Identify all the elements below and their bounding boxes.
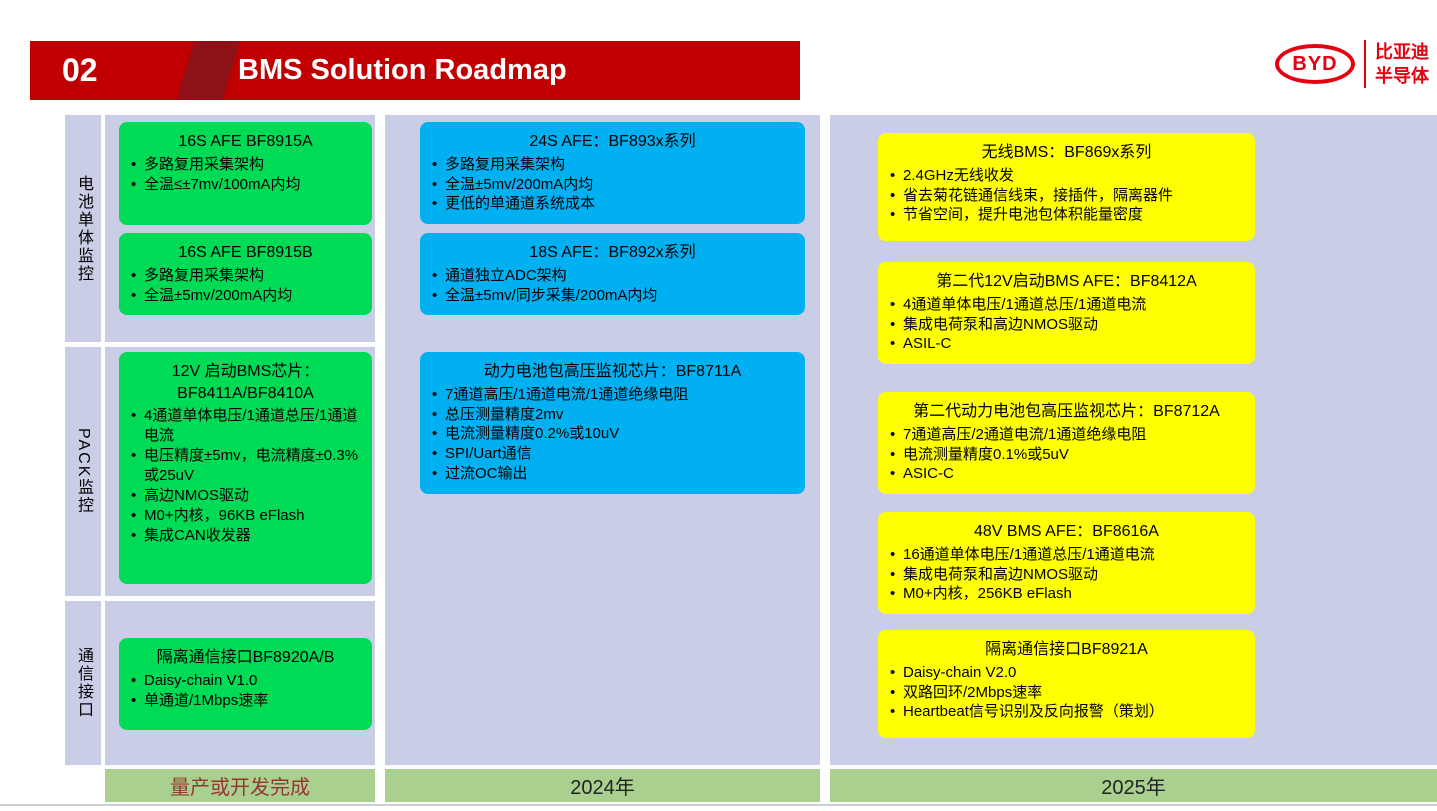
logo-company-line2: 半导体: [1375, 66, 1429, 87]
header-accent-stripe: [174, 41, 242, 100]
logo-divider: [1364, 40, 1366, 89]
card-bullet: 总压测量精度2mv: [430, 405, 795, 425]
card-bullet: 集成电荷泵和高边NMOS驱动: [888, 565, 1245, 585]
card-bullet: ASIC-C: [888, 464, 1245, 484]
card-bullets: 7通道高压/1通道电流/1通道绝缘电阻 总压测量精度2mv 电流测量精度0.2%…: [430, 385, 795, 485]
card-bullet: 全温±5mv/200mA内均: [430, 175, 795, 195]
header-bar: 02 BMS Solution Roadmap: [30, 41, 800, 100]
card-bullet: 电流测量精度0.2%或10uV: [430, 424, 795, 444]
card-bullet: 全温±5mv/同步采集/200mA内均: [430, 286, 795, 306]
card-iso-comm-bf8920: 隔离通信接口BF8920A/B Daisy-chain V1.0 单通道/1Mb…: [119, 638, 372, 730]
card-bullets: 多路复用采集架构 全温≤±7mv/100mA内均: [129, 155, 362, 195]
card-bullet: 通道独立ADC架构: [430, 266, 795, 286]
card-bullet: 节省空间，提升电池包体积能量密度: [888, 205, 1245, 225]
card-bullets: 16通道单体电压/1通道总压/1通道电流 集成电荷泵和高边NMOS驱动 M0+内…: [888, 545, 1245, 605]
card-title: 16S AFE BF8915A: [178, 133, 313, 150]
card-bullet: 4通道单体电压/1通道总压/1通道电流: [129, 406, 362, 446]
card-gen2-hv-monitor-bf8712a: 第二代动力电池包高压监视芯片：BF8712A 7通道高压/2通道电流/1通道绝缘…: [878, 392, 1255, 495]
card-bullet: 2.4GHz无线收发: [888, 166, 1245, 186]
timeline-footer-2025: 2025年: [830, 769, 1437, 802]
card-bullet: 全温≤±7mv/100mA内均: [129, 175, 362, 195]
card-title: 18S AFE：BF892x系列: [529, 244, 696, 261]
card-bullets: 多路复用采集架构 全温±5mv/200mA内均: [129, 266, 362, 306]
card-bullet: 多路复用采集架构: [430, 155, 795, 175]
card-bullet: ASIL-C: [888, 334, 1245, 354]
card-gen2-12v-bms-bf8412a: 第二代12V启动BMS AFE：BF8412A 4通道单体电压/1通道总压/1通…: [878, 262, 1255, 365]
card-bullet: SPI/Uart通信: [430, 444, 795, 464]
card-bullet: 双路回环/2Mbps速率: [888, 683, 1245, 703]
byd-logo: BYD 比亚迪 半导体: [1275, 40, 1429, 89]
card-bullet: 过流OC输出: [430, 464, 795, 484]
card-bullet: M0+内核，256KB eFlash: [888, 584, 1245, 604]
timeline-footer-2024: 2024年: [385, 769, 820, 802]
card-bullet: 高边NMOS驱动: [129, 486, 362, 506]
card-bullets: 7通道高压/2通道电流/1通道绝缘电阻 电流测量精度0.1%或5uV ASIC-…: [888, 425, 1245, 485]
card-title: 48V BMS AFE：BF8616A: [974, 523, 1159, 540]
card-title: 无线BMS：BF869x系列: [981, 144, 1152, 161]
card-bullets: Daisy-chain V1.0 单通道/1Mbps速率: [129, 671, 362, 711]
card-title: 24S AFE：BF893x系列: [529, 133, 696, 150]
card-bullet: 集成电荷泵和高边NMOS驱动: [888, 315, 1245, 335]
card-title: 12V 启动BMS芯片： BF8411A/BF8410A: [171, 363, 320, 402]
card-hv-monitor-bf8711a: 动力电池包高压监视芯片：BF8711A 7通道高压/1通道电流/1通道绝缘电阻 …: [420, 352, 805, 495]
card-bullets: 4通道单体电压/1通道总压/1通道电流 电压精度±5mv，电流精度±0.3%或2…: [129, 406, 362, 546]
card-bullet: 全温±5mv/200mA内均: [129, 286, 362, 306]
logo-company-line1: 比亚迪: [1375, 42, 1429, 62]
card-bullet: 7通道高压/1通道电流/1通道绝缘电阻: [430, 385, 795, 405]
logo-company-name: 比亚迪 半导体: [1375, 40, 1429, 89]
card-bullet: 电压精度±5mv，电流精度±0.3%或25uV: [129, 446, 362, 486]
card-title: 第二代动力电池包高压监视芯片：BF8712A: [913, 403, 1220, 420]
card-48v-bms-afe-bf8616a: 48V BMS AFE：BF8616A 16通道单体电压/1通道总压/1通道电流…: [878, 512, 1255, 615]
card-bullet: 省去菊花链通信线束，接插件，隔离器件: [888, 186, 1245, 206]
card-bullets: 2.4GHz无线收发 省去菊花链通信线束，接插件，隔离器件 节省空间，提升电池包…: [888, 166, 1245, 226]
bottom-divider: [0, 804, 1437, 806]
card-24s-afe-bf893x: 24S AFE：BF893x系列 多路复用采集架构 全温±5mv/200mA内均…: [420, 122, 805, 225]
card-bullet: 单通道/1Mbps速率: [129, 691, 362, 711]
card-16s-afe-bf8915b: 16S AFE BF8915B 多路复用采集架构 全温±5mv/200mA内均: [119, 233, 372, 316]
card-title: 隔离通信接口BF8920A/B: [156, 649, 335, 666]
card-16s-afe-bf8915a: 16S AFE BF8915A 多路复用采集架构 全温≤±7mv/100mA内均: [119, 122, 372, 225]
row-label-cell-monitoring: 电池单体监控: [65, 115, 101, 342]
card-bullet: 16通道单体电压/1通道总压/1通道电流: [888, 545, 1245, 565]
card-bullets: 4通道单体电压/1通道总压/1通道电流 集成电荷泵和高边NMOS驱动 ASIL-…: [888, 295, 1245, 355]
card-iso-comm-bf8921a: 隔离通信接口BF8921A Daisy-chain V2.0 双路回环/2Mbp…: [878, 630, 1255, 738]
card-bullet: 集成CAN收发器: [129, 526, 362, 546]
card-title: 16S AFE BF8915B: [178, 244, 313, 261]
card-bullet: Daisy-chain V2.0: [888, 663, 1245, 683]
card-title: 动力电池包高压监视芯片：BF8711A: [483, 363, 742, 380]
card-title: 第二代12V启动BMS AFE：BF8412A: [936, 273, 1197, 290]
card-wireless-bms-bf869x: 无线BMS：BF869x系列 2.4GHz无线收发 省去菊花链通信线束，接插件，…: [878, 133, 1255, 241]
card-title: 隔离通信接口BF8921A: [985, 641, 1148, 658]
card-bullets: 多路复用采集架构 全温±5mv/200mA内均 更低的单通道系统成本: [430, 155, 795, 215]
card-18s-afe-bf892x: 18S AFE：BF892x系列 通道独立ADC架构 全温±5mv/同步采集/2…: [420, 233, 805, 316]
card-bullet: 7通道高压/2通道电流/1通道绝缘电阻: [888, 425, 1245, 445]
timeline-footer-produced: 量产或开发完成: [105, 769, 375, 802]
card-bullet: 4通道单体电压/1通道总压/1通道电流: [888, 295, 1245, 315]
card-bullets: 通道独立ADC架构 全温±5mv/同步采集/200mA内均: [430, 266, 795, 306]
row-label-pack-monitoring: PACK监控: [65, 347, 101, 596]
byd-logo-icon: BYD: [1275, 44, 1355, 85]
card-bullet: 多路复用采集架构: [129, 155, 362, 175]
card-bullet: 电流测量精度0.1%或5uV: [888, 445, 1245, 465]
card-12v-bms-bf8411a: 12V 启动BMS芯片： BF8411A/BF8410A 4通道单体电压/1通道…: [119, 352, 372, 584]
card-bullet: M0+内核，96KB eFlash: [129, 506, 362, 526]
page-title: BMS Solution Roadmap: [238, 54, 567, 86]
card-bullet: Heartbeat信号识别及反向报警（策划）: [888, 702, 1245, 722]
row-label-comm-interface: 通信接口: [65, 601, 101, 765]
card-bullet: Daisy-chain V1.0: [129, 671, 362, 691]
card-bullet: 更低的单通道系统成本: [430, 194, 795, 214]
card-bullets: Daisy-chain V2.0 双路回环/2Mbps速率 Heartbeat信…: [888, 663, 1245, 723]
section-number: 02: [62, 52, 98, 88]
card-bullet: 多路复用采集架构: [129, 266, 362, 286]
